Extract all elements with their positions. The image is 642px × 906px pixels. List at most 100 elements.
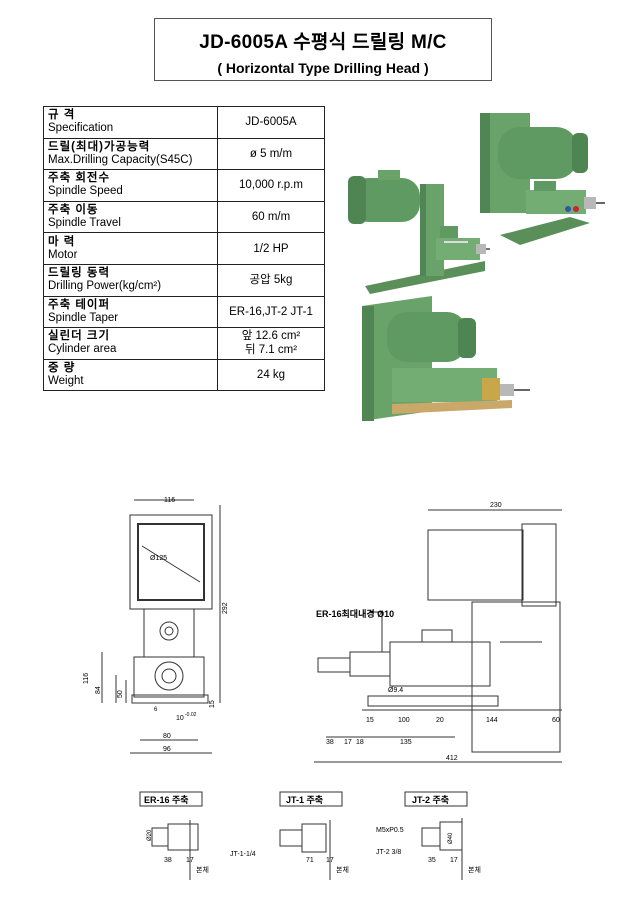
jt2-thread: M5xP0.5 — [376, 827, 404, 834]
dim-144: 144 — [486, 717, 498, 724]
spec-value: 10,000 r.p.m — [217, 169, 325, 202]
dim-135: 135 — [400, 739, 412, 746]
dim-100: 100 — [398, 717, 410, 724]
dim-10: 10 — [176, 715, 184, 722]
jt1-spec: JT-1-1/4 — [230, 851, 256, 858]
dim-60: 60 — [552, 717, 560, 724]
machine-photo-3 — [362, 296, 530, 421]
side-view-drawing: 230 ER-16최대내경 Ø10 Ø9.4 15 100 20 144 60 … — [314, 502, 562, 763]
spec-label-en: Drilling Power(kg/cm²) — [48, 280, 162, 293]
title-box: JD-6005A 수평식 드릴링 M/C ( Horizontal Type D… — [154, 18, 492, 81]
jt1-body: 본체 — [336, 866, 349, 874]
spec-value-text: ø 5 m/m — [249, 147, 293, 160]
jt2-detail-title: JT-2 주축 — [412, 794, 449, 805]
machine-photo-1 — [348, 170, 490, 294]
spec-label-en: Max.Drilling Capacity(S45C) — [48, 153, 193, 166]
spec-label-ko: 드릴링 동력 — [48, 267, 111, 280]
dim-18: 18 — [356, 739, 364, 746]
page-title: JD-6005A 수평식 드릴링 M/C — [199, 32, 447, 53]
dim-38: 38 — [326, 739, 334, 746]
spec-label-en: Cylinder area — [48, 343, 117, 356]
dim-80: 80 — [163, 733, 171, 740]
spec-label-ko: 주축 이동 — [48, 204, 99, 217]
dim-116: 116 — [164, 497, 175, 504]
dim-17: 17 — [344, 739, 352, 746]
er16-max-bore: ER-16최대내경 Ø10 — [316, 608, 394, 619]
spec-value: ER-16,JT-2 JT-1 — [217, 295, 325, 329]
er16-detail-title: ER-16 주축 — [144, 794, 189, 805]
spec-label-en: Specification — [48, 122, 114, 135]
spec-label-en: Weight — [48, 375, 84, 388]
spec-label-ko: 드릴(최대)가공능력 — [48, 140, 151, 153]
jt2-17: 17 — [450, 857, 458, 864]
spec-label-en: Spindle Taper — [48, 311, 119, 324]
spec-label-ko: 실린더 크기 — [48, 330, 111, 343]
dim-15: 15 — [209, 700, 216, 708]
spec-value-text: 60 m/m — [251, 211, 291, 224]
spec-value: 24 kg — [217, 358, 325, 392]
er16-d20: Ø20 — [147, 829, 153, 841]
dim-tolerance: -0.02 — [185, 712, 197, 718]
machine-photo-2 — [480, 113, 605, 245]
jt1-detail-title: JT-1 주축 — [286, 794, 323, 805]
dim-84: 84 — [95, 686, 102, 694]
dim-292: 292 — [222, 602, 229, 614]
spec-value-text: 24 kg — [256, 369, 286, 382]
er16-17: 17 — [186, 857, 194, 864]
jt2-d40: Ø40 — [448, 832, 454, 844]
spec-value: 1/2 HP — [217, 232, 325, 265]
spec-label-ko: 마 력 — [48, 235, 76, 248]
dim-230: 230 — [490, 502, 502, 509]
spec-label-en: Motor — [48, 248, 78, 261]
spec-value-text: 10,000 r.p.m — [239, 179, 303, 192]
spec-value: JD-6005A — [217, 106, 325, 139]
spec-value-text: 공압 5kg — [249, 274, 293, 287]
dim-50: 50 — [117, 690, 124, 698]
spec-value-text: 1/2 HP — [253, 242, 289, 255]
spec-label-ko: 중 량 — [48, 362, 76, 375]
dim-412: 412 — [446, 755, 458, 762]
page-subtitle: ( Horizontal Type Drilling Head ) — [217, 60, 429, 76]
jt1-17: 17 — [326, 857, 334, 864]
spec-value-text-2: 뒤 7.1 cm² — [244, 344, 298, 357]
jt2-spec: JT-2 3/8 — [376, 849, 401, 856]
jt2-35: 35 — [428, 857, 436, 864]
spec-label-en: Spindle Speed — [48, 185, 123, 198]
dim-6: 6 — [154, 707, 158, 713]
spec-value: 60 m/m — [217, 200, 325, 234]
spec-value-text: JD-6005A — [245, 116, 297, 129]
dim-15-side: 15 — [366, 717, 374, 724]
spec-value-text: ER-16,JT-2 JT-1 — [229, 305, 313, 318]
spindle-details: ER-16 주축 JT-1 주축 JT-2 주축 Ø20 38 17 본체 JT… — [139, 791, 481, 880]
spec-value-text: 앞 12.6 cm² — [241, 330, 301, 343]
dim-116v: 116 — [83, 673, 90, 684]
spec-value: ø 5 m/m — [217, 137, 325, 171]
spec-label-ko: 주축 테이퍼 — [48, 298, 111, 311]
jt2-body: 본체 — [468, 866, 481, 874]
dim-20: 20 — [436, 717, 444, 724]
dim-d94: Ø9.4 — [388, 687, 403, 694]
jt1-71: 71 — [306, 857, 314, 864]
spec-value: 공압 5kg — [217, 263, 325, 297]
front-view-drawing: 116 Ø125 292 116 84 50 15 6 10 -0.02 80 … — [83, 497, 229, 754]
dim-d125: Ø125 — [150, 555, 167, 562]
